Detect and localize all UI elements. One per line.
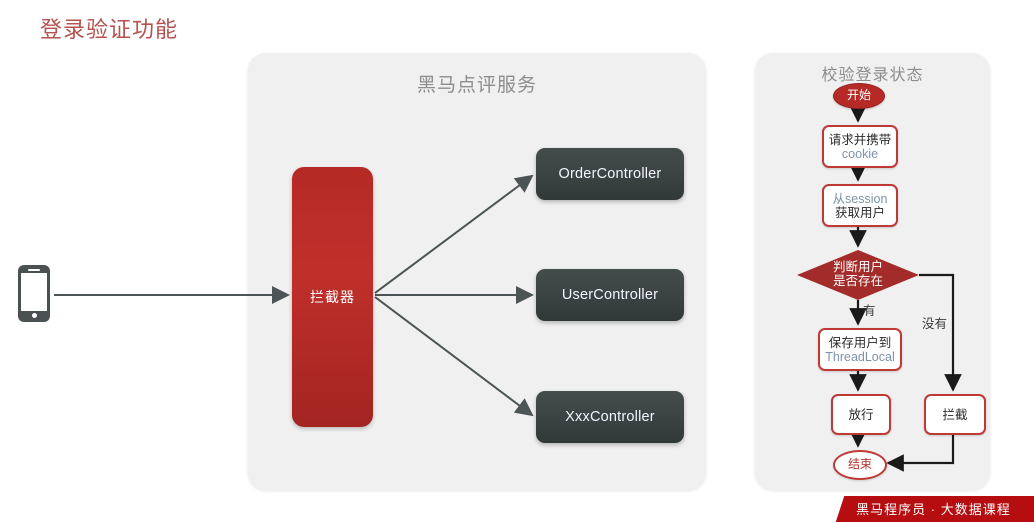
flow-node-line2: 获取用户 (834, 205, 885, 220)
flow-node-decision-user-exists[interactable]: 判断用户 是否存在 (797, 250, 919, 300)
flow-node-request-cookie[interactable]: 请求并携带 cookie (822, 125, 898, 168)
service-panel-title: 黑马点评服务 (416, 75, 537, 96)
controller-node-xxx[interactable]: XxxController (536, 391, 684, 443)
phone-screen (21, 273, 47, 311)
interceptor-node[interactable]: 拦截器 (292, 167, 373, 427)
flow-panel-title: 校验登录状态 (821, 67, 924, 84)
flow-node-line1: 判断用户 (832, 260, 883, 275)
flow-node-pass[interactable]: 放行 (831, 394, 891, 435)
controller-node-user[interactable]: UserController (536, 269, 684, 321)
branch-label-yes: 有 (863, 304, 876, 318)
flow-node-end[interactable]: 结束 (833, 450, 887, 480)
controller-node-order[interactable]: OrderController (536, 148, 684, 200)
branch-label-no: 没有 (922, 317, 948, 331)
flow-node-line1: 请求并携带 (828, 132, 892, 147)
controller-label: XxxController (565, 409, 655, 425)
flow-node-get-user-from-session[interactable]: 从session 获取用户 (822, 184, 898, 227)
flow-node-line2: 是否存在 (832, 274, 883, 288)
bottom-banner-text: 黑马程序员 · 大数据课程 (856, 502, 1011, 517)
flow-node-line1: 保存用户到 (828, 335, 892, 350)
page-title: 登录验证功能 (40, 17, 179, 42)
flow-node-label: 拦截 (942, 407, 968, 422)
phone-speaker (28, 269, 40, 271)
diagram-canvas: 登录验证功能 黑马点评服务 校验登录状态 拦截器 (18, 17, 1034, 522)
interceptor-label: 拦截器 (310, 289, 355, 305)
flow-node-line2: ThreadLocal (825, 349, 895, 364)
flow-node-line2: cookie (841, 146, 879, 161)
controller-label: UserController (561, 287, 659, 303)
smartphone-icon (18, 265, 50, 322)
phone-home-button (32, 313, 37, 318)
controller-label: OrderController (558, 166, 662, 182)
flow-node-save-to-threadlocal[interactable]: 保存用户到 ThreadLocal (818, 328, 902, 371)
flow-node-block[interactable]: 拦截 (924, 394, 986, 435)
flow-node-start[interactable]: 开始 (833, 83, 885, 109)
bottom-banner: 黑马程序员 · 大数据课程 (835, 496, 1034, 522)
flow-node-label: 开始 (846, 88, 871, 103)
flow-node-label: 结束 (847, 457, 872, 472)
flow-node-label: 放行 (848, 407, 874, 422)
flow-node-line1: 从session (832, 191, 888, 206)
